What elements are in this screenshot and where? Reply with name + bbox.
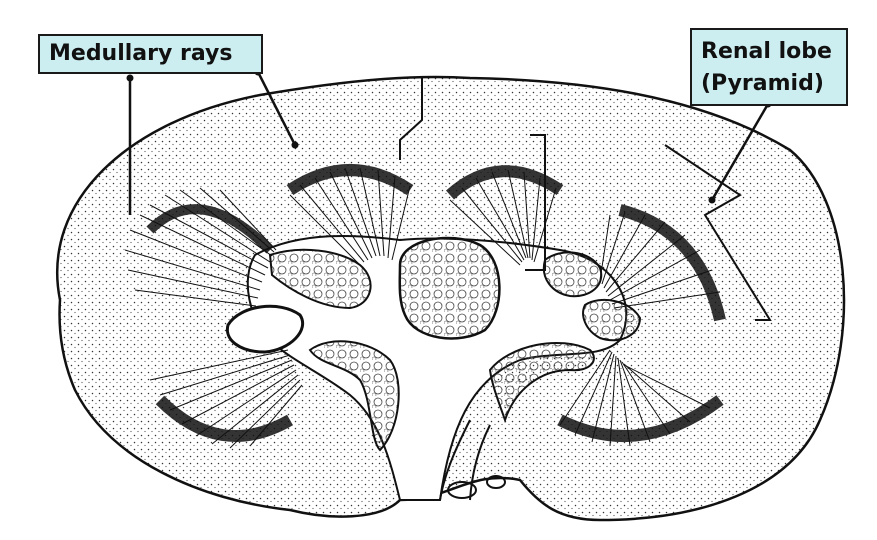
pyramid-lower-left	[149, 349, 303, 449]
renal-pelvis-left	[308, 340, 400, 452]
leader-dot	[708, 196, 716, 204]
pyramid-upper-middle	[286, 164, 414, 266]
renal-pelvis-right	[488, 342, 595, 424]
renal-lobe-outline	[664, 144, 772, 321]
hilum-vessels	[439, 419, 506, 501]
pyramid-left-upper	[124, 187, 277, 307]
pyramid-lower-right	[557, 349, 724, 447]
leader-lines	[128, 71, 770, 215]
renal-lobe-text: Renal lobe	[701, 39, 832, 64]
renal-lobe-label: Renal lobe (Pyramid)	[690, 28, 848, 106]
pyramid-text: (Pyramid)	[701, 71, 824, 96]
leader-dot	[126, 74, 134, 82]
sinus-fat-right	[542, 251, 603, 298]
sinus-fat-left	[268, 248, 372, 310]
pyramid-right	[599, 204, 726, 322]
renal-column-outline	[399, 78, 546, 271]
calyx-left	[225, 304, 304, 354]
pyramid-upper-right	[445, 165, 564, 266]
sinus-fat-center	[398, 236, 501, 340]
leader-dot	[291, 141, 299, 149]
sinus-fat-right-lower	[582, 298, 642, 342]
medullary-rays-label: Medullary rays	[38, 34, 263, 74]
medullary-rays-text: Medullary rays	[49, 41, 233, 66]
